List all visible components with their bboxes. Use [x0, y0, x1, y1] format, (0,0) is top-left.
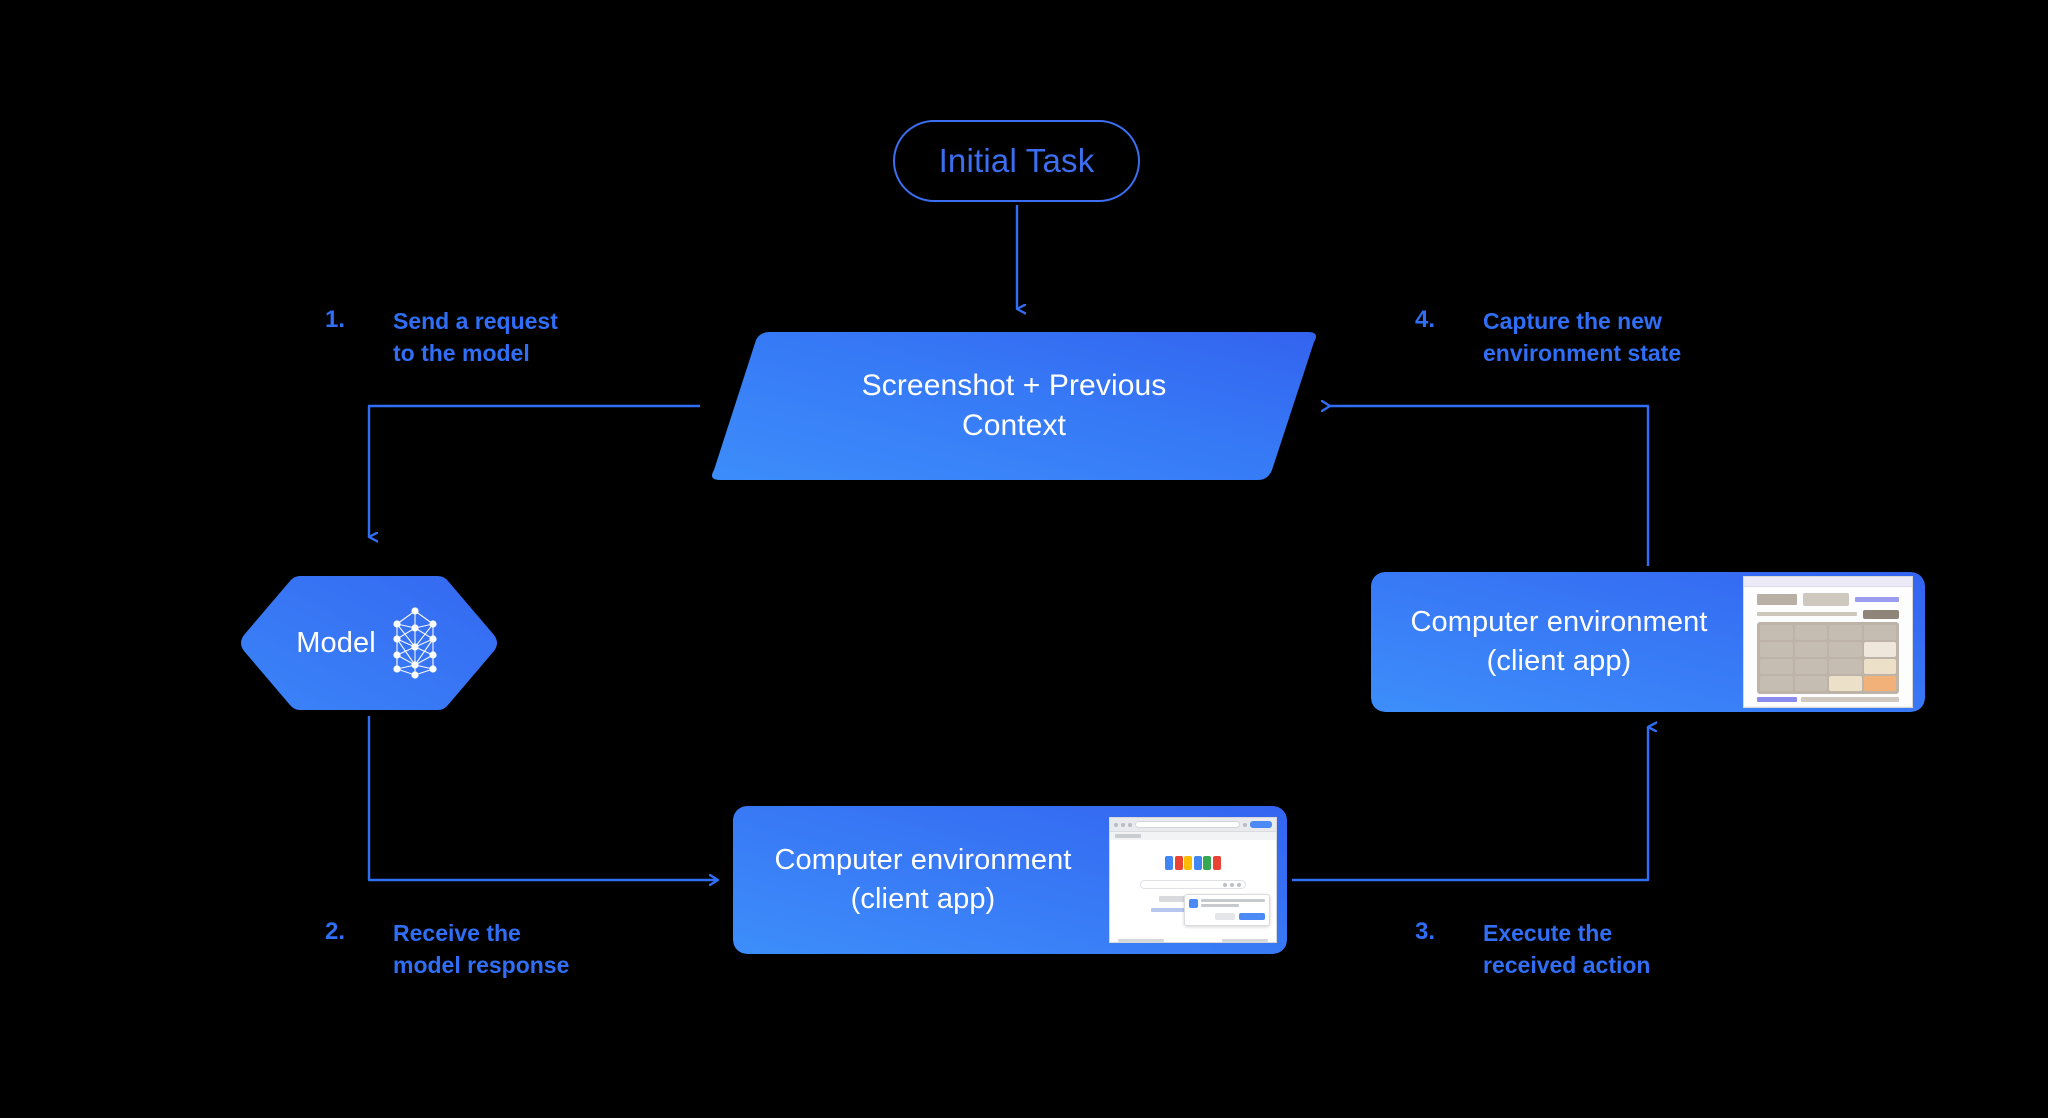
model-node-label: Model — [296, 626, 376, 659]
game-subtitle-row — [1757, 609, 1899, 619]
env-card-bottom-label: Computer environment (client app) — [743, 841, 1103, 919]
grid-cell — [1829, 659, 1862, 674]
step-3-number: 3. — [1415, 918, 1436, 945]
microphone-icon[interactable] — [1230, 882, 1234, 887]
arrow-env-right-to-context — [1330, 406, 1650, 566]
model-node: Model — [238, 573, 500, 713]
grid-tile — [1863, 659, 1896, 674]
step-4-number: 4. — [1415, 306, 1436, 333]
nav-back-icon[interactable] — [1114, 822, 1118, 827]
google-logo-icon — [1110, 856, 1276, 870]
thumbnail-2048-game — [1743, 576, 1913, 708]
initial-task-label: Initial Task — [938, 142, 1095, 179]
bookmark-item[interactable] — [1115, 834, 1141, 838]
arrow-model-to-env-bottom — [367, 716, 718, 880]
footer-links-right[interactable] — [1222, 939, 1268, 942]
grid-cell — [1760, 659, 1793, 674]
env-card-right-line2: (client app) — [1486, 645, 1632, 677]
dialog-text-line — [1201, 904, 1240, 907]
clear-icon[interactable] — [1223, 882, 1227, 887]
footer-text — [1801, 697, 1899, 702]
bookmarks-bar — [1110, 832, 1276, 840]
grid-cell — [1829, 642, 1862, 657]
step-1-text: Send a request to the model — [393, 308, 558, 366]
env-card-right-label: Computer environment (client app) — [1379, 603, 1739, 681]
browser-chrome-bar — [1744, 577, 1912, 587]
grid-tile — [1863, 642, 1896, 657]
popup-dialog — [1184, 894, 1270, 926]
grid-cell — [1829, 625, 1862, 640]
step-3-text: Execute the received action — [1483, 920, 1651, 978]
header-links — [1855, 597, 1899, 602]
grid-tile — [1863, 676, 1896, 691]
step-label-2: 2. Receive the model response — [325, 918, 569, 982]
grid-cell — [1863, 625, 1896, 640]
lens-icon[interactable] — [1237, 882, 1241, 887]
new-game-button[interactable] — [1863, 609, 1899, 619]
grid-cell — [1794, 659, 1827, 674]
nav-forward-icon[interactable] — [1121, 822, 1125, 827]
footer-link[interactable] — [1757, 697, 1797, 702]
score-box — [1803, 593, 1849, 606]
game-footer — [1757, 697, 1899, 702]
arrow-context-to-model — [367, 404, 700, 537]
url-bar[interactable] — [1135, 821, 1240, 828]
grid-cell — [1760, 642, 1793, 657]
env-card-bottom-line1: Computer environment — [774, 844, 1072, 877]
game-title-placeholder — [1757, 594, 1797, 605]
initial-task-node: Initial Task — [893, 120, 1140, 202]
dialog-secondary-button[interactable] — [1215, 913, 1235, 920]
thumbnail-google-search — [1109, 817, 1277, 943]
step-1-number: 1. — [325, 306, 346, 333]
menu-icon[interactable] — [1243, 822, 1247, 827]
grid-tile — [1829, 676, 1862, 691]
step-2-text: Receive the model response — [393, 920, 570, 978]
dialog-icon — [1189, 899, 1198, 908]
context-node-shape — [712, 332, 1316, 480]
step-label-4: 4. Capture the new environment state — [1415, 306, 1681, 370]
step-4-text: Capture the new environment state — [1483, 308, 1682, 366]
google-search-button[interactable] — [1159, 896, 1189, 902]
step-label-3: 3. Execute the received action — [1415, 918, 1650, 982]
env-card-right-line1: Computer environment — [1410, 606, 1708, 639]
google-homepage — [1110, 840, 1276, 942]
context-node-line2: Context — [961, 409, 1067, 442]
grid-cell — [1760, 625, 1793, 640]
grid-cell — [1794, 676, 1827, 691]
model-node-shape — [241, 576, 497, 710]
step-2-number: 2. — [325, 918, 346, 945]
grid-cell — [1794, 625, 1827, 640]
env-card-bottom: Computer environment (client app) — [733, 806, 1287, 954]
context-node-line1: Screenshot + Previous — [861, 369, 1167, 403]
env-card-right: Computer environment (client app) — [1371, 572, 1925, 712]
step-label-1: 1. Send a request to the model — [325, 306, 558, 370]
game-title-row — [1757, 592, 1899, 607]
grid-cell — [1760, 676, 1793, 691]
dialog-text-line — [1201, 899, 1265, 902]
browser-chrome-bar — [1110, 818, 1276, 832]
page-footer — [1110, 939, 1276, 942]
env-card-bottom-line2: (client app) — [850, 883, 996, 915]
sign-in-button[interactable] — [1250, 821, 1272, 828]
game-page-body — [1744, 587, 1912, 706]
neural-network-icon — [393, 607, 437, 679]
reload-icon[interactable] — [1128, 822, 1132, 827]
dialog-primary-button[interactable] — [1239, 913, 1265, 920]
game-grid — [1757, 622, 1899, 694]
arrow-env-bottom-to-env-right — [1292, 727, 1648, 882]
grid-cell — [1794, 642, 1827, 657]
footer-links-left[interactable] — [1118, 939, 1164, 942]
search-input[interactable] — [1140, 880, 1246, 889]
context-node: Screenshot + Previous Context — [708, 330, 1320, 482]
context-node-label: Screenshot + Previous Context — [708, 330, 1320, 482]
game-instructions — [1757, 612, 1857, 616]
